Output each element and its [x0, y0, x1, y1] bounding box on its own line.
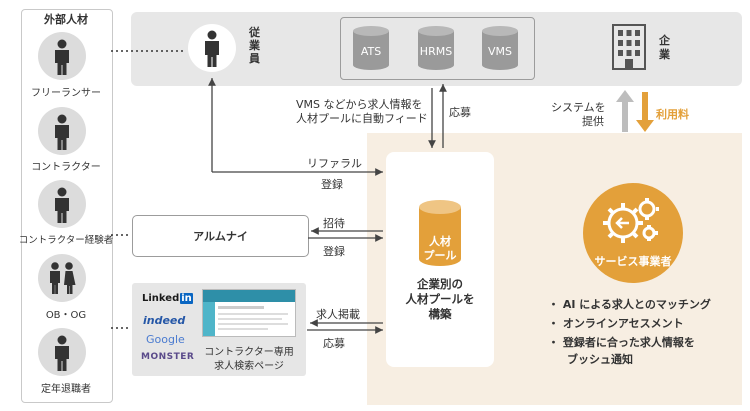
- feature-push-notification: ・ 登録者に合った求人情報を: [548, 336, 695, 349]
- apply-top-label: 応募: [449, 106, 471, 119]
- job-apply-label: 応募: [323, 337, 345, 350]
- invite-label: 招待: [323, 217, 345, 230]
- service-provider-title: サービス事業者: [594, 255, 672, 268]
- google-logo: Google: [146, 333, 185, 346]
- contractor-avatar-icon: [38, 107, 86, 155]
- system-provide-arrow: [616, 90, 634, 132]
- feature-online-assessment: ・ オンラインアセスメント: [548, 317, 684, 330]
- company-label: 企業: [659, 34, 670, 61]
- ats-database-icon: [353, 26, 389, 70]
- pool-desc-line-2: 人材プールを: [405, 292, 475, 306]
- referral-register-label: 登録: [321, 178, 343, 191]
- alumni-label: アルムナイ: [193, 230, 248, 243]
- job-search-page-thumbnail: [202, 289, 296, 337]
- job-post-label: 求人掲載: [316, 308, 360, 321]
- feature-ai-matching: ・ AI による求人とのマッチング: [548, 298, 711, 311]
- system-provide-label-1: システムを: [551, 101, 606, 114]
- vms-label: VMS: [488, 45, 512, 58]
- vms-feed-label-1: VMS などから求人情報を: [296, 98, 423, 111]
- company-building-icon: [612, 24, 646, 70]
- person-label-retiree: 定年退職者: [41, 384, 91, 395]
- gears-icon: [603, 198, 659, 243]
- feature-push-notification-cont: ブッシュ通知: [567, 353, 633, 366]
- monster-logo: MONSTER: [141, 352, 195, 362]
- vms-database-icon: [482, 26, 518, 70]
- vms-feed-label-2: 人材プールに自動フィード: [296, 112, 428, 125]
- indeed-logo: indeed: [143, 314, 186, 327]
- external-talent-title: 外部人材: [44, 13, 88, 26]
- pool-desc-line-1: 企業別の: [417, 277, 463, 291]
- alumni-box: アルムナイ: [132, 215, 309, 257]
- former-contractor-avatar-icon: [38, 180, 86, 228]
- person-label-ob-og: OB・OG: [45, 310, 87, 321]
- person-label-former-contractor: コントラクター経験者: [18, 235, 114, 246]
- alumni-register-label: 登録: [323, 245, 345, 258]
- person-label-freelancer: フリーランサー: [31, 88, 101, 99]
- job-page-label-2: 求人検索ページ: [214, 361, 284, 372]
- usage-fee-label: 利用料: [656, 108, 689, 121]
- freelancer-avatar-icon: [38, 32, 86, 80]
- retiree-avatar-icon: [38, 328, 86, 376]
- hrms-database-icon: [418, 26, 454, 70]
- pool-desc-line-3: 構築: [428, 307, 452, 321]
- hrms-label: HRMS: [419, 45, 453, 58]
- job-page-label-1: コントラクター専用: [204, 347, 294, 358]
- person-label-contractor: コントラクター: [31, 162, 101, 173]
- service-provider-badge: サービス事業者: [583, 183, 683, 283]
- ob-og-avatar-icon: [38, 254, 86, 302]
- usage-fee-arrow: [636, 92, 654, 132]
- talent-pool-label-1: 人材: [429, 235, 451, 248]
- employee-label: 従業員: [249, 26, 260, 65]
- employee-avatar-icon: [188, 24, 236, 72]
- talent-pool-database-icon: [419, 200, 461, 266]
- referral-label: リファラル: [307, 157, 362, 170]
- ats-label: ATS: [360, 45, 382, 58]
- system-provide-label-2: 提供: [582, 115, 604, 128]
- talent-pool-label-2: プール: [423, 249, 457, 262]
